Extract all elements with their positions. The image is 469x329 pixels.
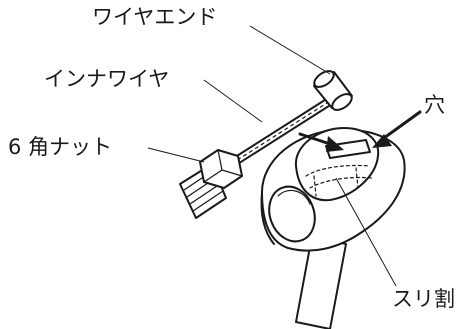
insert-arrow bbox=[298, 132, 344, 152]
hex-nut bbox=[199, 149, 243, 189]
wire-end-leader bbox=[249, 25, 331, 75]
wire-end bbox=[313, 70, 353, 111]
hex-nut-label: 6 角ナット bbox=[8, 135, 112, 159]
slit-label: スリ割 bbox=[392, 287, 455, 311]
inner-wire-leader bbox=[203, 79, 263, 123]
hole-arrow bbox=[372, 110, 422, 148]
inner-wire-label: インナワイヤ bbox=[44, 67, 169, 91]
hex-nut-leader bbox=[147, 147, 205, 163]
hole-label: 穴 bbox=[424, 93, 445, 117]
slit-leader bbox=[335, 177, 397, 287]
wire-end-label: ワイヤエンド bbox=[92, 5, 217, 29]
lever-bracket bbox=[260, 127, 406, 329]
